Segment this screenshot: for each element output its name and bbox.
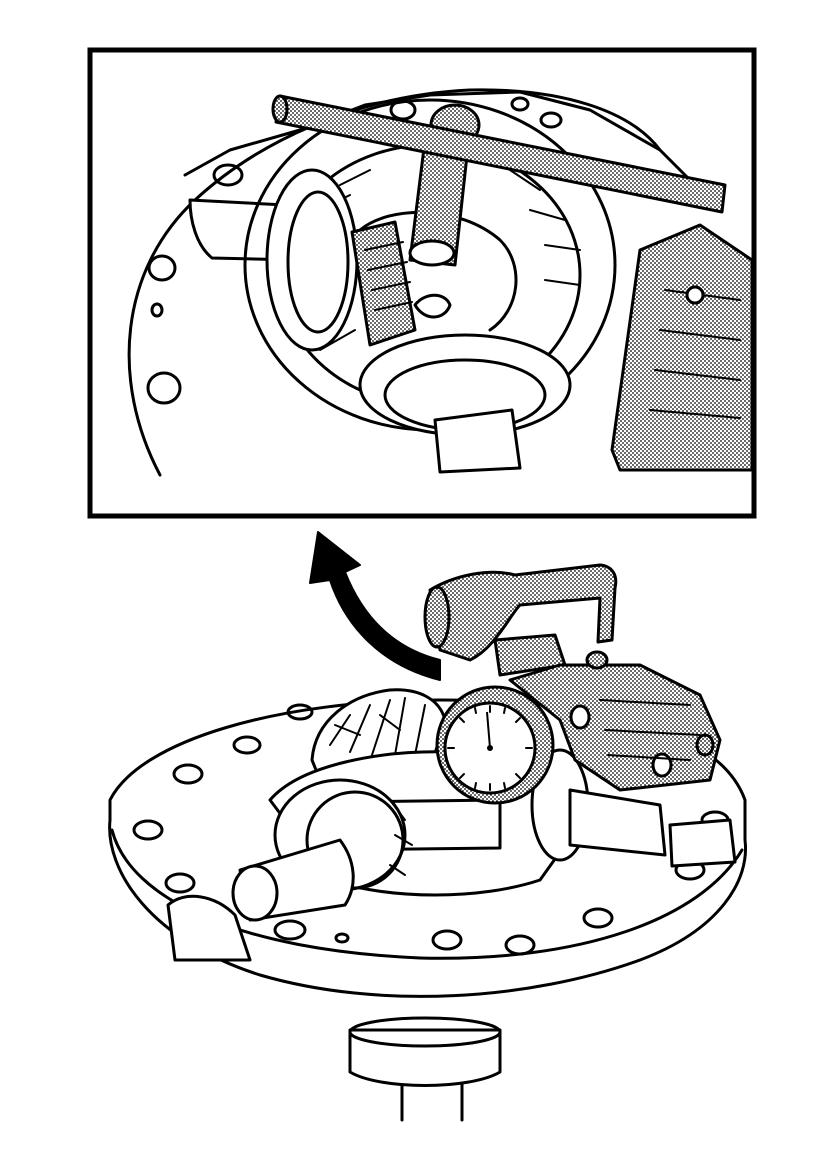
output-shaft [348,1016,502,1122]
inset-left-side-gear [265,168,359,352]
detail-inset [87,47,757,519]
inset-frame [87,47,757,519]
inset-lower-pinion [358,333,572,474]
inset-bolt-holes [146,96,563,405]
callout-arrow [309,531,441,681]
dial-gauge [435,685,555,805]
dial-indicator-tool [423,563,722,805]
inset-housing-edge [183,90,722,212]
dial-needle [486,711,491,749]
inset-housing-flange [127,88,662,477]
inset-right-bracket [610,223,752,472]
differential-assembly [108,688,748,1122]
right-shaft-stub [568,788,667,857]
inset-indicator-bar [350,220,417,347]
indicator-clamp-arm [428,563,618,662]
